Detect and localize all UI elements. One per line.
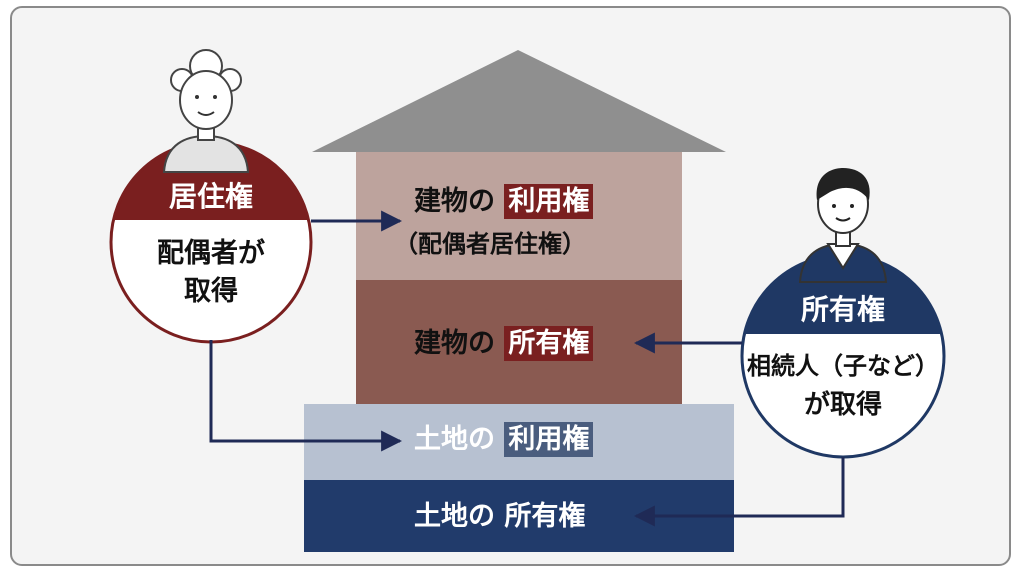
land-use-prefix: 土地の	[414, 424, 495, 455]
land-use-label: 土地の 利用権	[414, 422, 594, 457]
building-own-prefix: 建物の	[414, 328, 495, 359]
land-use-highlight: 利用権	[504, 422, 594, 457]
elderly-woman-icon	[162, 49, 250, 173]
building-use-prefix: 建物の	[414, 186, 495, 217]
heir-header: 所有権	[800, 293, 885, 326]
building-use-highlight: 利用権	[504, 184, 594, 219]
spouse-line1: 配偶者が	[157, 238, 265, 269]
spouse-header: 居住権	[168, 180, 253, 213]
arrow-spouse-to-land-use	[209, 340, 403, 452]
arrow-heir-to-land-own	[633, 457, 845, 527]
building-use-sub: （配偶者居住権）	[394, 230, 586, 258]
heir-line2: が取得	[803, 390, 882, 420]
building-own-highlight: 所有権	[504, 326, 594, 361]
land-own-label: 土地の 所有権	[414, 501, 586, 532]
heir-badge	[740, 253, 946, 459]
house-roof	[312, 50, 726, 152]
building-own-label: 建物の 所有権	[414, 326, 594, 361]
spouse-line2: 取得	[184, 276, 238, 307]
heir-line1: 相続人（子など）	[747, 352, 939, 380]
building-use-label: 建物の 利用権	[414, 184, 594, 219]
young-man-icon	[798, 168, 888, 283]
